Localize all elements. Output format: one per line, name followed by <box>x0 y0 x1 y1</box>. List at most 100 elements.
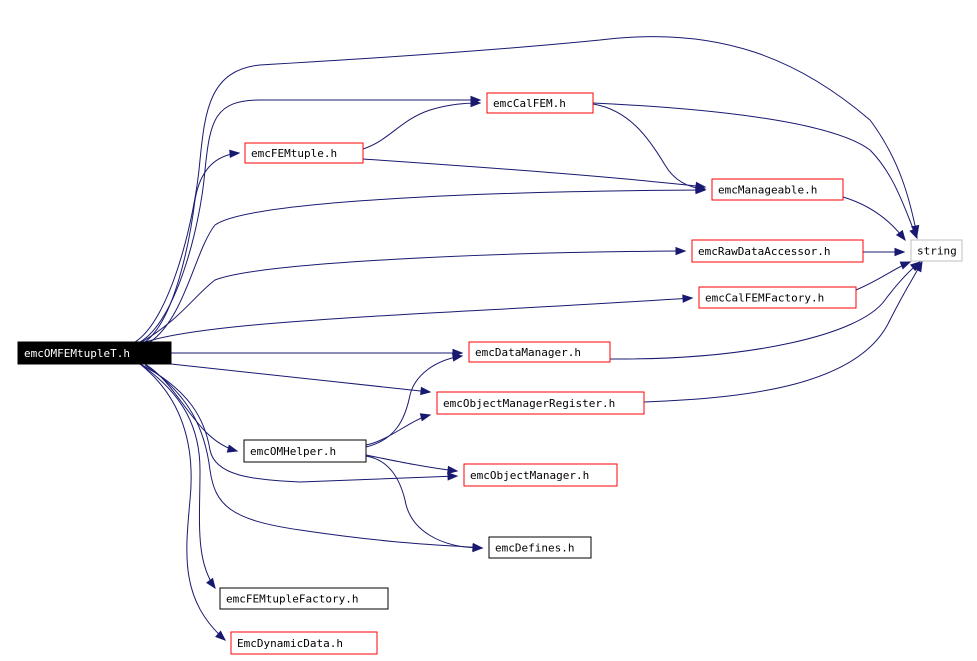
node-rawdata[interactable]: emcRawDataAccessor.h <box>691 239 864 263</box>
edge-line <box>134 36 918 343</box>
arrowhead-icon <box>895 229 906 242</box>
arrowhead-icon <box>470 98 482 108</box>
node-manageable[interactable]: emcManageable.h <box>711 178 844 201</box>
node-box <box>691 239 864 263</box>
node-label: emcCalFEMFactory.h <box>705 292 824 305</box>
node-objmanager[interactable]: emcObjectManager.h <box>463 463 618 487</box>
node-omhelper[interactable]: emcOMHelper.h <box>243 439 367 463</box>
node-box <box>711 178 844 201</box>
node-box <box>219 587 389 610</box>
graph-edges <box>134 36 923 641</box>
node-label: emcManageable.h <box>718 184 817 197</box>
node-label: string <box>917 245 957 258</box>
node-femtuple[interactable]: emcFEMtuple.h <box>244 142 364 164</box>
edge-line <box>643 261 923 403</box>
node-label: emcOMFEMtupleT.h <box>24 347 130 360</box>
node-box <box>243 439 367 463</box>
edge-calfemfactory-to-string <box>855 261 912 291</box>
graph-nodes: emcCalFEM.h emcFEMtuple.h emcManageable.h e… <box>17 92 963 655</box>
node-label: emcOMHelper.h <box>250 445 336 458</box>
edge-femtuple-to-calfem <box>362 98 482 150</box>
edge-omhelper-to-objmanager <box>365 454 459 475</box>
node-label: emcFEMtupleFactory.h <box>226 593 358 606</box>
node-calfem[interactable]: emcCalFEM.h <box>486 92 594 114</box>
node-box <box>244 142 364 164</box>
node-omregister[interactable]: emcObjectManagerRegister.h <box>436 391 645 415</box>
edge-line <box>170 363 431 393</box>
node-femtuplefactory[interactable]: emcFEMtupleFactory.h <box>219 587 389 610</box>
edge-line <box>365 455 483 549</box>
node-label: emcDefines.h <box>495 542 574 555</box>
edge-rawdata-to-string <box>863 247 906 257</box>
edge-datamanager-to-string <box>609 261 922 360</box>
node-string[interactable]: string <box>910 239 963 262</box>
arrowhead-icon <box>420 386 432 396</box>
edge-omregister-to-string <box>643 260 923 403</box>
arrowhead-icon <box>215 630 227 641</box>
node-defines[interactable]: emcDefines.h <box>488 536 592 559</box>
edge-root-to-datamanager <box>171 348 464 358</box>
node-box <box>698 286 857 309</box>
arrowhead-icon <box>894 247 906 257</box>
edge-root-to-manageable <box>149 185 707 343</box>
edge-line <box>144 152 240 343</box>
arrowhead-icon <box>675 246 687 256</box>
edge-line <box>139 99 480 343</box>
arrowhead-icon <box>695 181 707 191</box>
arrowhead-icon <box>206 577 216 590</box>
node-box <box>230 631 378 655</box>
node-label: emcObjectManager.h <box>470 469 589 482</box>
node-box <box>463 463 618 487</box>
node-box <box>468 341 611 363</box>
edge-line <box>365 414 431 446</box>
edge-line <box>144 363 238 452</box>
arrowhead-icon <box>909 227 918 240</box>
edge-calfem-to-manageable <box>592 103 707 193</box>
arrowhead-icon <box>229 149 241 159</box>
arrowhead-icon <box>899 261 912 270</box>
node-datamanager[interactable]: emcDataManager.h <box>468 341 611 363</box>
arrowhead-icon <box>226 444 239 453</box>
arrowhead-icon <box>447 472 459 481</box>
edge-root-to-omregister <box>170 363 432 396</box>
node-dynamicdata[interactable]: EmcDynamicData.h <box>230 631 378 655</box>
node-box <box>436 391 645 415</box>
arrowhead-icon <box>913 260 923 273</box>
edge-line <box>139 363 458 483</box>
arrowhead-icon <box>451 353 464 362</box>
edge-line <box>144 364 483 549</box>
node-box <box>17 341 172 365</box>
arrowhead-icon <box>472 543 484 553</box>
edge-omhelper-to-datamanager <box>365 353 464 448</box>
edge-root-to-femtuplefactory <box>139 363 216 590</box>
node-label: EmcDynamicData.h <box>237 637 343 650</box>
node-box <box>910 239 963 262</box>
node-label: emcCalFEM.h <box>493 97 566 110</box>
edge-root-to-objmanager <box>139 363 459 483</box>
edge-root-to-rawdata <box>139 246 687 344</box>
root-node: emcOMFEMtupleT.h <box>17 341 172 365</box>
edge-line <box>362 102 481 150</box>
edge-line <box>592 103 706 190</box>
arrowhead-icon <box>447 465 459 475</box>
edge-root-to-calfemfactory <box>139 294 694 345</box>
node-label: emcObjectManagerRegister.h <box>443 397 615 410</box>
edge-calfem-to-string <box>592 102 918 240</box>
edge-line <box>609 261 921 360</box>
arrowhead-icon <box>682 294 694 303</box>
edge-line <box>365 355 463 448</box>
edge-line <box>592 102 918 239</box>
edge-manageable-to-string <box>842 196 906 242</box>
node-label: emcDataManager.h <box>475 346 581 359</box>
node-calfemfactory[interactable]: emcCalFEMFactory.h <box>698 286 857 309</box>
edge-omhelper-to-omregister <box>365 413 432 446</box>
edge-root-to-dynamicdata <box>139 363 227 641</box>
edge-line <box>139 363 226 641</box>
edge-femtuple-to-manageable <box>362 158 707 191</box>
edge-line <box>842 196 906 241</box>
node-label: emcRawDataAccessor.h <box>698 245 830 258</box>
edge-line <box>362 158 706 188</box>
edge-line <box>139 250 686 344</box>
node-box <box>486 92 594 114</box>
